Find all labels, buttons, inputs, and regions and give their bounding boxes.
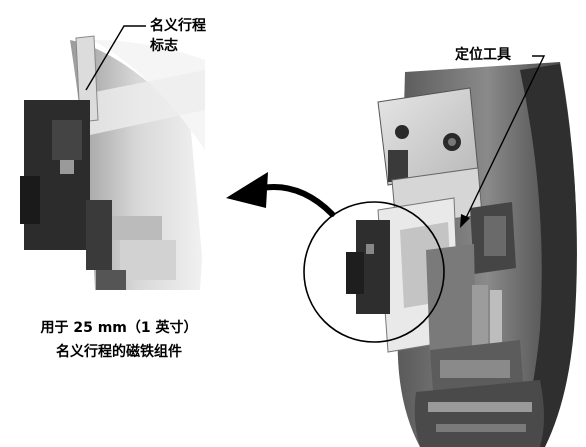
- travel-indicator-label: 名义行程 标志: [150, 16, 206, 56]
- bolt-icon: [395, 125, 409, 139]
- positioning-tool-label: 定位工具: [455, 47, 511, 63]
- caption-line: 用于 25 mm（1 英寸）: [40, 320, 198, 336]
- magnify-arrow: [226, 172, 335, 217]
- positioning-tool-leader: [463, 55, 546, 223]
- actuator-assembly: [346, 62, 577, 447]
- travel-indicator-label-line: 标志: [150, 38, 178, 54]
- enlarged-view: [20, 0, 207, 290]
- travel-indicator-leader: [85, 25, 146, 91]
- figure-caption: 用于 25 mm（1 英寸） 名义行程的磁铁组件: [0, 316, 238, 364]
- travel-indicator-label-line: 名义行程: [150, 18, 206, 34]
- caption-line: 名义行程的磁铁组件: [56, 344, 182, 360]
- actuator-shadow: [515, 64, 577, 447]
- magnifier-circle: [303, 201, 445, 343]
